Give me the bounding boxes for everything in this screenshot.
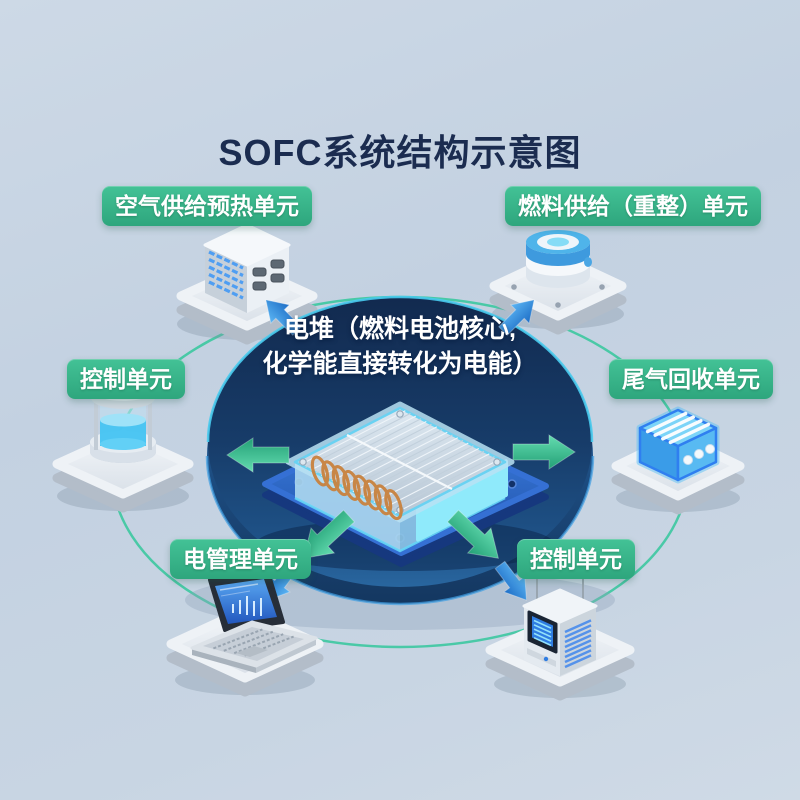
screen-lines [533,619,552,647]
front-ports [683,444,715,465]
copper-coils [310,455,403,521]
vent-strips [208,250,244,300]
screen-chart [232,596,262,616]
label-air-supply-preheat-unit: 空气供给预热单元 [102,186,312,226]
striped-box-icon [611,406,745,515]
keyboard-rows [213,628,294,657]
stack-caption: 电堆（燃料电池核心, 化学能直接转化为电能） [190,312,610,382]
power-button [543,656,549,662]
laptop-icon [166,570,324,697]
page-title: SOFC系统结构示意图 [218,132,582,173]
label-power-management-unit: 电管理单元 [170,539,311,579]
stack-caption-line1: 电堆（燃料电池核心, [284,315,516,343]
label-exhaust-recovery-unit: 尾气回收单元 [609,359,773,399]
connector-ports [252,259,285,291]
stack-caption-line2: 化学能直接转化为电能） [262,350,538,378]
label-control-unit-right: 控制单元 [517,539,635,579]
top-stripes [645,411,711,445]
control-computer-icon [485,564,635,701]
label-fuel-supply-reforming-unit: 燃料供给（重整）单元 [505,186,761,226]
trackpad [236,646,268,657]
label-control-unit-left: 控制单元 [67,359,185,399]
side-vents [564,619,592,669]
preheater-box-icon [176,223,318,345]
fin-seam [346,434,453,490]
